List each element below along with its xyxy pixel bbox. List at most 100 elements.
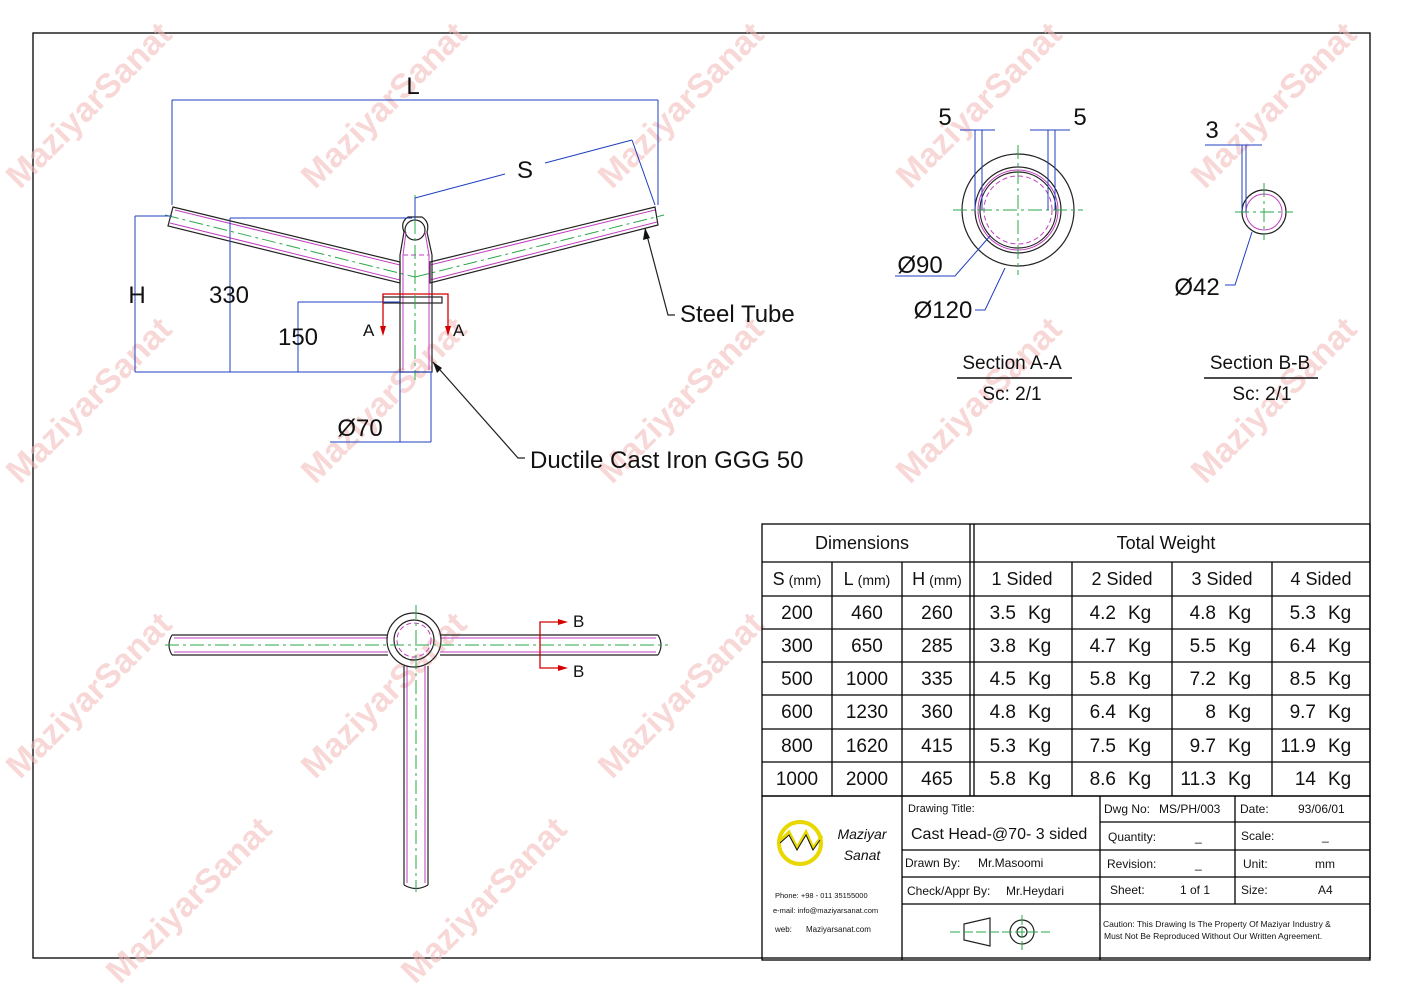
weight-cell-value: 11.9 xyxy=(1280,736,1316,757)
weight-cell-unit: Kg xyxy=(1328,702,1351,723)
web-text: Maziyarsanat.com xyxy=(806,925,871,934)
quantity-label: Quantity: xyxy=(1108,830,1156,844)
dimension-cell: 600 xyxy=(781,702,813,723)
dimensions: L S H 330 150 Ø70 xyxy=(128,73,659,443)
column-header: S(mm) xyxy=(773,569,822,589)
unit-label: Unit: xyxy=(1243,857,1268,871)
dimension-cell: 1620 xyxy=(846,736,888,757)
date: 93/06/01 xyxy=(1298,802,1345,816)
phone-text: Phone: +98 - 011 35155000 xyxy=(775,891,868,900)
column-header-unit: (mm) xyxy=(858,572,891,588)
weight-cell-value: 11.3 xyxy=(1180,769,1216,790)
logo-text-line2: Sanat xyxy=(844,847,882,863)
weight-cell-unit: Kg xyxy=(1328,769,1351,790)
quantity: _ xyxy=(1194,830,1202,844)
weight-cell-unit: Kg xyxy=(1228,669,1251,690)
scale-label: Scale: xyxy=(1241,829,1274,843)
web-label: web: xyxy=(774,925,792,934)
column-header: L(mm) xyxy=(844,569,891,589)
caution-line-1: Caution: This Drawing Is The Property Of… xyxy=(1103,919,1331,929)
dwg-no: MS/PH/003 xyxy=(1159,802,1221,816)
weight-cell-value: 6.4 xyxy=(1090,702,1117,723)
weight-cell-value: 7.2 xyxy=(1190,669,1216,690)
cast-head xyxy=(382,195,443,380)
weight-cell-value: 4.8 xyxy=(1190,603,1216,624)
caution-line-2: Must Not Be Reproduced Without Our Writt… xyxy=(1104,931,1322,941)
watermark: MaziyarSanat xyxy=(294,310,475,491)
right-tube xyxy=(414,206,665,284)
cast-iron-label: Ductile Cast Iron GGG 50 xyxy=(530,447,803,474)
watermark: MaziyarSanat xyxy=(0,15,179,196)
dimension-150-label: 150 xyxy=(278,324,318,351)
column-header: 3 Sided xyxy=(1191,569,1252,589)
drawing-frame xyxy=(32,32,1371,959)
weight-cell-value: 5.5 xyxy=(1190,636,1216,657)
unit: mm xyxy=(1315,857,1335,871)
title-block: Maziyar Sanat Phone: +98 - 011 35155000 … xyxy=(761,795,1371,961)
watermark: MaziyarSanat xyxy=(0,605,179,786)
weight-cell-unit: Kg xyxy=(1228,736,1251,757)
dimension-cell: 650 xyxy=(851,636,883,657)
revision: _ xyxy=(1194,857,1202,871)
section-b-label-top: B xyxy=(573,612,584,631)
dimension-l-label: L xyxy=(406,73,419,100)
drawing-title-label: Drawing Title: xyxy=(908,803,975,815)
weight-cell-unit: Kg xyxy=(1128,603,1151,624)
size-label: Size: xyxy=(1241,883,1268,897)
weight-cell-value: 8 xyxy=(1205,702,1216,723)
column-header-name: S xyxy=(773,569,785,589)
weight-cell-unit: Kg xyxy=(1028,736,1051,757)
weight-cell-unit: Kg xyxy=(1128,636,1151,657)
company-logo: Maziyar Sanat xyxy=(776,820,888,866)
column-header-unit: (mm) xyxy=(789,572,822,588)
watermark: MaziyarSanat xyxy=(591,605,772,786)
revision-label: Revision: xyxy=(1107,857,1156,871)
watermark: MaziyarSanat xyxy=(889,15,1070,196)
dimension-cell: 500 xyxy=(781,669,813,690)
dimension-cell: 200 xyxy=(781,603,813,624)
weight-cell-value: 6.4 xyxy=(1290,636,1317,657)
column-header: H(mm) xyxy=(912,569,962,589)
weight-cell-value: 9.7 xyxy=(1190,736,1216,757)
section-bb-thickness: 3 xyxy=(1205,117,1218,144)
leaders: Steel Tube Ductile Cast Iron GGG 50 xyxy=(432,227,803,474)
dimension-cell: 285 xyxy=(921,636,953,657)
weight-cell-value: 7.5 xyxy=(1090,736,1116,757)
dimensions-weight-table: Dimensions Total Weight S(mm)L(mm)H(mm)1… xyxy=(761,523,1371,797)
dimension-diameter-70-label: Ø70 xyxy=(337,415,382,442)
weight-cell-value: 4.2 xyxy=(1090,603,1116,624)
column-header-name: H xyxy=(912,569,925,589)
section-bb-diameter-42: Ø42 xyxy=(1174,274,1219,301)
drawing-title: Cast Head-@70- 3 sided xyxy=(911,826,1087,843)
column-header-unit: (mm) xyxy=(929,572,962,588)
watermark: MaziyarSanat xyxy=(1184,15,1365,196)
dimension-cell: 1000 xyxy=(776,769,818,790)
weight-cell-unit: Kg xyxy=(1228,769,1251,790)
top-view: B B xyxy=(165,605,668,892)
sheet-label: Sheet: xyxy=(1110,883,1145,897)
weight-cell-unit: Kg xyxy=(1028,636,1051,657)
watermark: MaziyarSanat xyxy=(394,810,575,991)
weight-cell-value: 3.5 xyxy=(990,603,1016,624)
watermark: MaziyarSanat xyxy=(294,15,475,196)
dimension-cell: 460 xyxy=(851,603,883,624)
dimensions-header: Dimensions xyxy=(815,533,909,553)
weight-cell-unit: Kg xyxy=(1228,636,1251,657)
dimension-cell: 300 xyxy=(781,636,813,657)
weight-cell-unit: Kg xyxy=(1328,736,1351,757)
weight-cell-value: 4.5 xyxy=(990,669,1016,690)
section-aa-thickness-left: 5 xyxy=(938,104,951,131)
scale: _ xyxy=(1321,829,1329,843)
watermark: MaziyarSanat xyxy=(889,310,1070,491)
watermark: MaziyarSanat xyxy=(591,15,772,196)
dimension-cell: 335 xyxy=(921,669,953,690)
weight-cell-value: 4.8 xyxy=(990,702,1016,723)
weight-cell-value: 8.6 xyxy=(1090,769,1116,790)
dimension-h-label: H xyxy=(128,282,145,309)
column-header: 2 Sided xyxy=(1091,569,1152,589)
weight-cell-unit: Kg xyxy=(1328,669,1351,690)
dimension-330-label: 330 xyxy=(209,282,249,309)
drawn-by: Mr.Masoomi xyxy=(978,856,1043,870)
check-by-label: Check/Appr By: xyxy=(907,884,990,898)
